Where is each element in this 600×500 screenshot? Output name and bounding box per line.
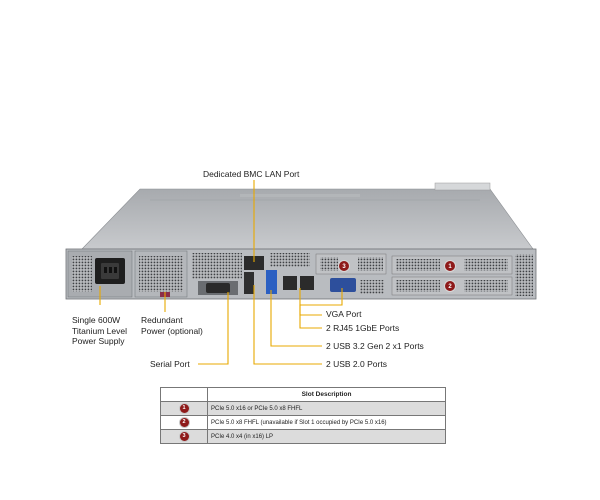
callout-lines [99,180,343,365]
slot-row-3-text: PCIe 4.0 x4 (in x16) LP [207,429,446,444]
slot-row-1: 1 PCIe 5.0 x16 or PCIe 5.0 x8 FHFL [160,401,446,416]
slot-row-1-text: PCIe 5.0 x16 or PCIe 5.0 x8 FHFL [207,401,446,416]
vga-port-label: VGA Port [326,309,362,319]
slot-marker-3: 3 [338,260,350,272]
redundant-label-line-2: Power (optional) [141,325,203,336]
rj45-port-2 [300,276,314,290]
slot-description-table: Slot Description 1 PCIe 5.0 x16 or PCIe … [160,387,446,444]
psu-label-line-1: Single 600W [72,315,121,325]
chassis-rear-panel [65,248,537,300]
slot-badge-1: 1 [179,404,189,413]
usb-2-0-ports [244,272,254,294]
slot-row-2-text: PCIe 5.0 x8 FHFL (unavailable if Slot 1 … [207,415,446,430]
slot-badge-3: 3 [179,432,189,441]
bmc-lan-port [244,256,264,270]
slot-marker-3-label: 3 [342,264,346,270]
slot-marker-1-label: 1 [448,264,452,270]
slot-marker-1: 1 [444,260,456,272]
callout-line-serial [198,292,229,365]
slot-table-header-row: Slot Description [160,387,446,402]
callout-line-rj45 [299,288,322,329]
serial-port-label: Serial Port [150,359,190,369]
slot-table-header-blank [160,387,208,402]
chassis-top [81,182,534,250]
slot-row-2: 2 PCIe 5.0 x8 FHFL (unavailable if Slot … [160,415,446,430]
callout-line-usb20 [253,285,322,365]
redundant-label-line-1: Redundant [141,315,183,325]
redundant-power-label: Redundant Power (optional) [141,315,203,336]
bmc-lan-port-label: Dedicated BMC LAN Port [203,169,300,179]
psu-label-line-2: Titanium Level [72,325,127,336]
vga-port [330,278,356,292]
slot-marker-2-label: 2 [448,284,452,290]
psu-label-line-3: Power Supply [72,336,125,346]
callout-line-usb32 [270,290,322,347]
rj45-ports-label: 2 RJ45 1GbE Ports [326,323,400,333]
rj45-port-1 [283,276,297,290]
psu-label: Single 600W Titanium Level Power Supply [72,315,127,347]
usb-3-2-ports-label: 2 USB 3.2 Gen 2 x1 Ports [326,341,424,351]
slot-row-3: 3 PCIe 4.0 x4 (in x16) LP [160,429,446,444]
slot-badge-2: 2 [179,418,189,427]
slot-table-header: Slot Description [207,387,446,402]
slot-marker-2: 2 [444,280,456,292]
usb-2-0-ports-label: 2 USB 2.0 Ports [326,359,387,369]
usb-3-2-ports [266,270,277,294]
